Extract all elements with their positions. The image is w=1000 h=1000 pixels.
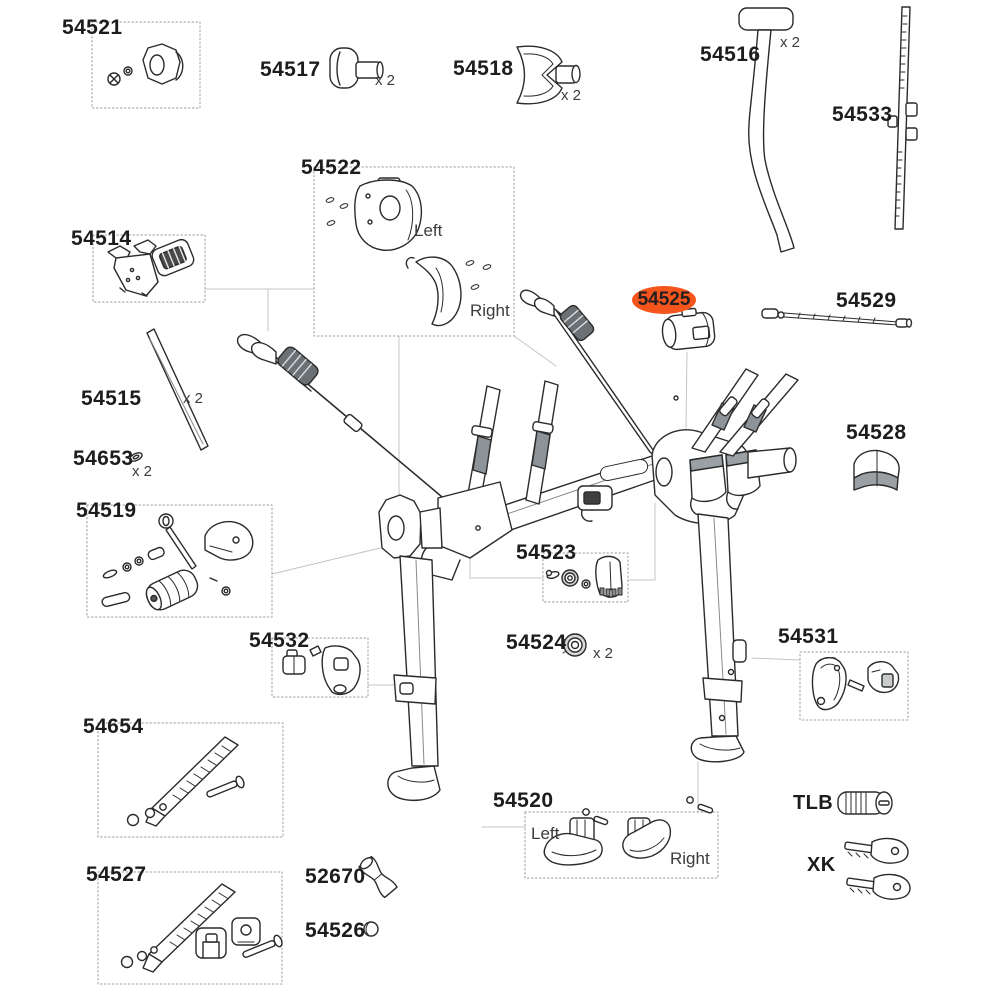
part-label-xk[interactable]: XK	[807, 854, 836, 876]
part-label-54532[interactable]: 54532	[249, 629, 310, 652]
box-54522	[313, 166, 515, 337]
part-label-54524[interactable]: 54524	[506, 631, 567, 654]
part-label-54526[interactable]: 54526	[305, 919, 366, 942]
part-54524-drawing	[560, 633, 587, 657]
part-54533-drawing	[887, 6, 918, 230]
part-tlb-drawing	[837, 791, 893, 815]
part-label-54654[interactable]: 54654	[83, 715, 144, 738]
part-label-54514[interactable]: 54514	[71, 227, 132, 250]
part-54529-drawing	[761, 308, 913, 328]
box-54523	[542, 552, 629, 603]
part-54521-drawing	[107, 43, 184, 86]
sublabel-54522-left: Left	[414, 221, 443, 240]
part-label-54529[interactable]: 54529	[836, 289, 897, 312]
part-54526-drawing	[363, 921, 379, 937]
part-54515-drawing	[146, 328, 209, 451]
part-54653-drawing	[129, 452, 143, 462]
part-54528-drawing	[853, 449, 900, 491]
box-54521	[91, 21, 201, 109]
part-xk-drawing	[844, 837, 911, 900]
box-54519	[86, 504, 273, 618]
group-boxes	[86, 21, 909, 985]
box-54532	[271, 637, 369, 698]
part-label-54525-highlighted[interactable]: 54525	[632, 286, 696, 314]
part-52670-drawing	[358, 855, 398, 899]
part-label-54522[interactable]: 54522	[301, 156, 362, 179]
part-54516-drawing	[738, 7, 795, 253]
qty-54653: x 2	[132, 463, 153, 480]
part-label-54515[interactable]: 54515	[81, 387, 142, 410]
part-54517-drawing	[329, 47, 384, 89]
part-54527-drawing	[120, 883, 283, 973]
qty-54516: x 2	[780, 34, 801, 51]
sublabel-54522-right: Right	[470, 301, 510, 320]
callout-lines	[204, 288, 801, 828]
part-label-54528[interactable]: 54528	[846, 421, 907, 444]
part-label-54653[interactable]: 54653	[73, 447, 134, 470]
box-54520	[524, 811, 719, 879]
box-54514	[92, 234, 206, 303]
part-label-54533[interactable]: 54533	[832, 103, 893, 126]
part-label-54518[interactable]: 54518	[453, 57, 514, 80]
part-label-54521[interactable]: 54521	[62, 16, 123, 39]
part-label-54531[interactable]: 54531	[778, 625, 839, 648]
part-54531-drawing	[811, 657, 900, 711]
part-label-54520[interactable]: 54520	[493, 789, 554, 812]
part-54525-drawing	[661, 307, 716, 351]
part-54520-drawing	[543, 796, 714, 866]
part-54522-drawing	[325, 177, 492, 327]
sublabel-54520-right: Right	[670, 849, 710, 868]
part-54519-drawing	[101, 513, 254, 611]
part-label-54517[interactable]: 54517	[260, 58, 321, 81]
sublabel-54520-left: Left	[531, 824, 560, 843]
part-54523-drawing	[545, 555, 623, 598]
main-assembly-drawing	[236, 289, 799, 802]
part-54514-drawing	[107, 238, 195, 297]
qty-54518: x 2	[561, 87, 582, 104]
part-label-54519[interactable]: 54519	[76, 499, 137, 522]
part-54532-drawing	[282, 645, 361, 696]
box-54527	[97, 871, 283, 985]
qty-54524: x 2	[593, 645, 614, 662]
part-54654-drawing	[126, 736, 245, 827]
part-label-54523[interactable]: 54523	[516, 541, 577, 564]
qty-54515: x 2	[183, 390, 204, 407]
box-54654	[97, 722, 284, 838]
part-54518-drawing	[516, 45, 581, 105]
part-label-52670[interactable]: 52670	[305, 865, 366, 888]
part-label-tlb[interactable]: TLB	[793, 792, 834, 814]
part-label-54527[interactable]: 54527	[86, 863, 147, 886]
box-54531	[799, 651, 909, 721]
qty-54517: x 2	[375, 72, 396, 89]
part-label-54516[interactable]: 54516	[700, 43, 761, 66]
